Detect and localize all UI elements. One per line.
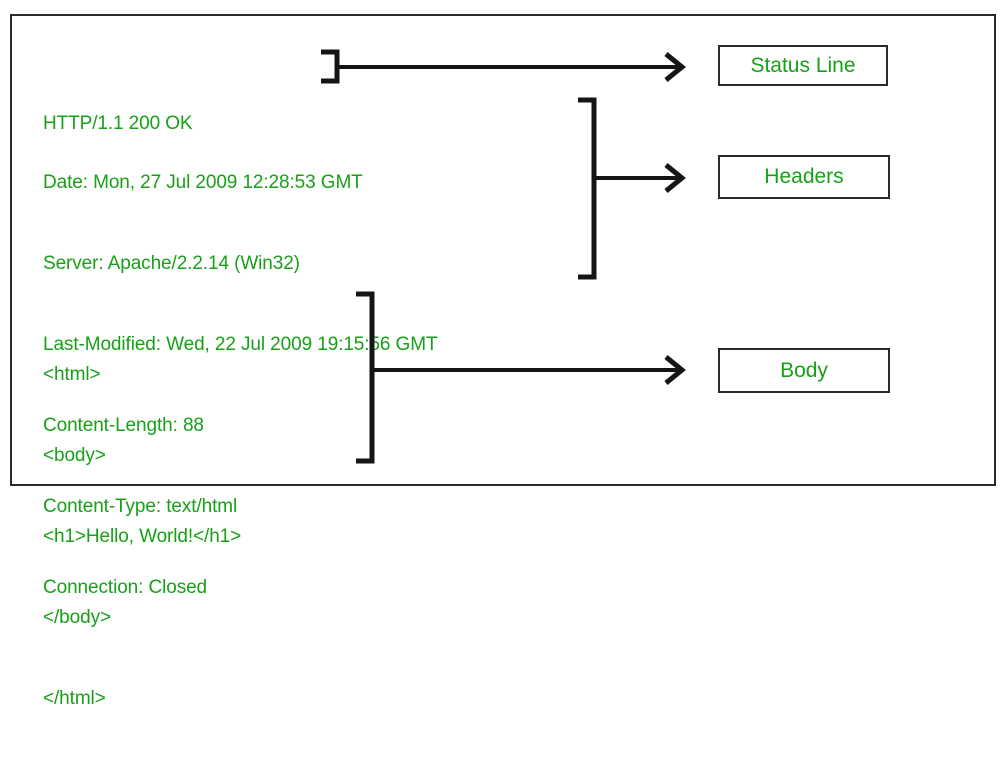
label-box-headers-text: Headers [764, 165, 844, 188]
body-row-h1: <h1>Hello, World!</h1> [43, 526, 242, 547]
diagram-canvas: HTTP/1.1 200 OK Date: Mon, 27 Jul 2009 1… [10, 14, 996, 709]
diagram-frame [10, 14, 996, 486]
label-box-body-text: Body [780, 358, 828, 382]
status-line-text: HTTP/1.1 200 OK [43, 56, 193, 191]
label-box-body[interactable]: Body [718, 348, 890, 393]
header-row-server: Server: Apache/2.2.14 (Win32) [43, 253, 300, 274]
body-text: <html> <body> <h1>Hello, World!</h1> </b… [43, 307, 241, 766]
label-box-status-line-text: Status Line [750, 53, 856, 77]
label-box-status-line[interactable]: Status Line [718, 45, 888, 86]
body-row-body-open: <body> [43, 445, 106, 466]
label-box-headers[interactable]: Headers [718, 155, 890, 199]
status-line-row: HTTP/1.1 200 OK [43, 113, 193, 134]
header-row-date: Date: Mon, 27 Jul 2009 12:28:53 GMT [43, 172, 363, 193]
body-row-body-close: </body> [43, 607, 111, 628]
body-row-html-close: </html> [43, 688, 106, 709]
header-row-last-modified: Last-Modified: Wed, 22 Jul 2009 19:15:56… [43, 334, 438, 355]
header-row-content-length: Content-Length: 88 [43, 415, 204, 436]
body-row-html-open: <html> [43, 364, 101, 385]
